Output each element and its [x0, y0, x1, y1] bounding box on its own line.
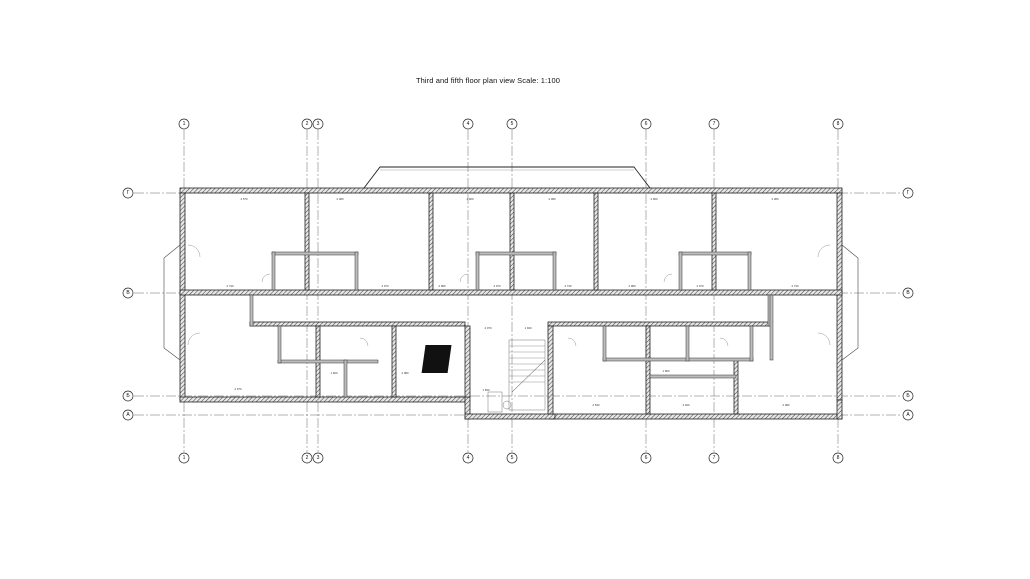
dim-bottom-3: 2 080 [402, 371, 409, 375]
stair-core [421, 339, 546, 413]
dim-top-4: 2 380 [549, 197, 556, 201]
axis-bubbles-right: Г В Б А [902, 187, 914, 421]
corridor-walls [179, 289, 843, 327]
dim-mid-4: 4 070 [494, 284, 501, 288]
dim-bottom-7: 3 020 [683, 403, 690, 407]
axis-bottom-8: 8 [837, 455, 840, 461]
dim-bottom-1: 2 970 [235, 387, 242, 391]
north-partitions [271, 192, 752, 291]
dim-bottom-5: 2 530 [593, 403, 600, 407]
axis-top-5: 5 [511, 121, 514, 127]
south-partitions [277, 294, 774, 415]
dim-bottom-4: 1 830 [483, 388, 490, 392]
axis-top-1: 1 [183, 121, 186, 127]
dim-top-2: 2 380 [337, 197, 344, 201]
dim-mid-3: 2 980 [439, 284, 446, 288]
axis-bottom-5: 5 [511, 455, 514, 461]
axis-right-a: А [906, 412, 910, 418]
dim-top-3: 4 900 [467, 197, 474, 201]
axis-bottom-7: 7 [713, 455, 716, 461]
axis-left-v: В [126, 290, 130, 296]
axis-top-7: 7 [713, 121, 716, 127]
door-swings [187, 244, 831, 347]
axis-bottom-4: 4 [467, 455, 470, 461]
dim-mid-8: 2 730 [792, 284, 799, 288]
axis-bottom-6: 6 [645, 455, 648, 461]
axis-bubbles-left: Г В Б А [122, 187, 134, 421]
dimension-labels: 4 570 2 380 4 900 2 380 4 900 2 380 2 73… [227, 197, 799, 407]
axis-top-4: 4 [467, 121, 470, 127]
dim-top-1: 4 570 [241, 197, 248, 201]
dim-top-6: 2 380 [772, 197, 779, 201]
axis-bottom-1: 1 [183, 455, 186, 461]
dim-corridor-2: 1 940 [525, 326, 532, 330]
horizontal-axis-lines [134, 192, 902, 416]
axis-right-v: В [906, 290, 910, 296]
dim-mid-7: 4 070 [697, 284, 704, 288]
axis-top-3: 3 [317, 121, 320, 127]
axis-top-6: 6 [645, 121, 648, 127]
axis-left-g: Г [127, 190, 130, 196]
axis-bubbles-top: 1 2 3 4 5 6 7 8 [178, 118, 844, 130]
dim-mid-2: 4 070 [382, 284, 389, 288]
axis-bottom-3: 3 [317, 455, 320, 461]
dim-corridor-1: 2 070 [485, 326, 492, 330]
dim-top-5: 4 900 [651, 197, 658, 201]
axis-left-b: Б [126, 393, 130, 399]
dim-mid-5: 2 730 [565, 284, 572, 288]
axis-top-8: 8 [837, 121, 840, 127]
drawing-title: Third and fifth floor plan view Scale: 1… [415, 76, 561, 85]
dim-mid-6: 2 980 [629, 284, 636, 288]
axis-right-b: Б [906, 393, 910, 399]
axis-bubbles-bottom: 1 2 3 4 5 6 7 8 [178, 452, 844, 464]
dim-bottom-2: 1 600 [331, 371, 338, 375]
axis-left-a: А [126, 412, 130, 418]
dim-bottom-8: 2 080 [783, 403, 790, 407]
axis-bottom-2: 2 [306, 455, 309, 461]
dim-mid-1: 2 730 [227, 284, 234, 288]
dim-bottom-6: 1 800 [663, 369, 670, 373]
axis-top-2: 2 [306, 121, 309, 127]
axis-right-g: Г [907, 190, 910, 196]
